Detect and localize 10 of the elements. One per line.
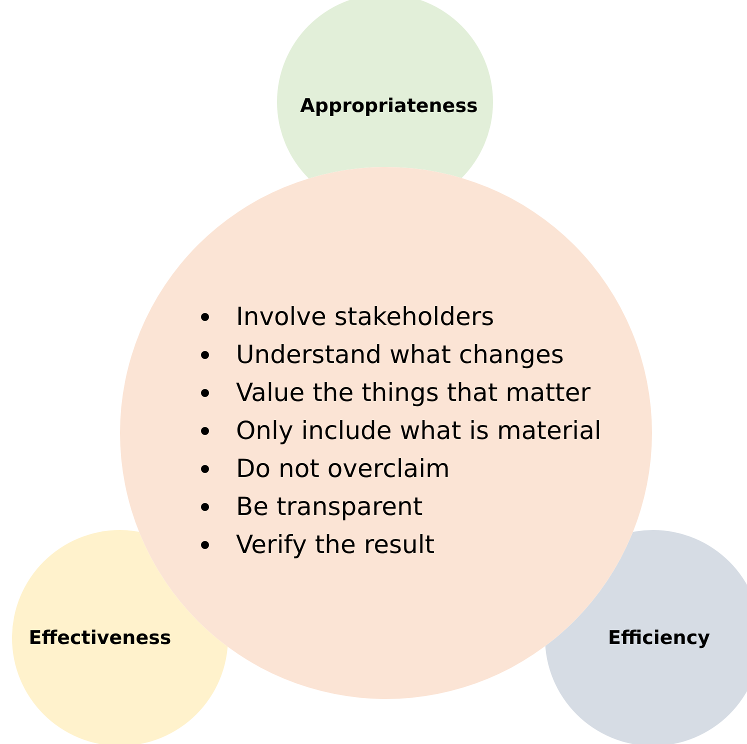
circle-label: Effectiveness bbox=[28, 627, 172, 649]
bullet-item: Involve stakeholders bbox=[236, 301, 494, 333]
bullet-item: Do not overclaim bbox=[236, 453, 450, 485]
circle-label: Efficiency bbox=[608, 627, 710, 649]
circle-label: Appropriateness bbox=[300, 95, 478, 117]
bullet-item: Value the things that matter bbox=[236, 377, 591, 409]
bullet-item: Only include what is material bbox=[236, 415, 602, 447]
bullet-item: Verify the result bbox=[236, 529, 435, 561]
bullet-item: Understand what changes bbox=[236, 339, 564, 371]
bullet-item: Be transparent bbox=[236, 491, 423, 523]
